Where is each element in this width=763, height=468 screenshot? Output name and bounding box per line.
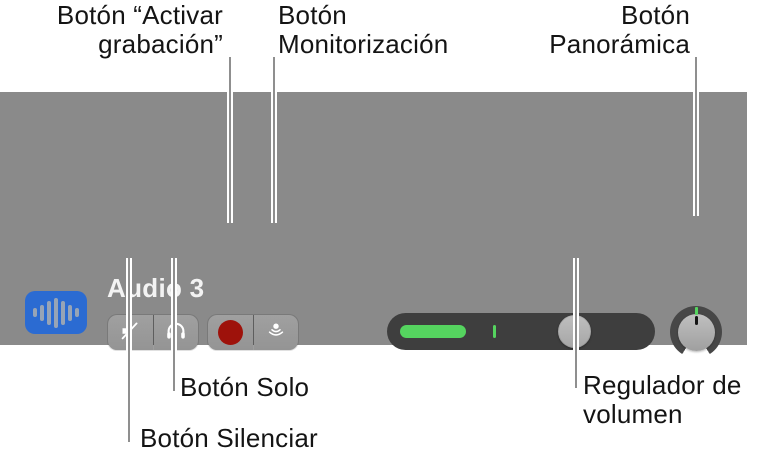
callout-label-monitor-line1: Botón <box>278 0 347 30</box>
record-enable-button[interactable] <box>208 315 253 350</box>
waveform-bar <box>68 304 72 321</box>
pan-center-tick <box>694 307 698 315</box>
callout-label-volume: Regulador de volumen <box>583 371 742 429</box>
callout-label-record-line1: Botón “Activar <box>56 0 223 30</box>
callout-label-monitor: Botón Monitorización <box>278 1 448 59</box>
monitoring-button[interactable] <box>253 315 298 350</box>
track-name: Audio 3 <box>107 273 205 303</box>
callout-label-monitor-line2: Monitorización <box>278 29 449 59</box>
record-monitor-button-group <box>208 315 298 350</box>
volume-zero-tick <box>493 325 496 338</box>
callout-label-pan: Botón Panorámica <box>549 1 690 59</box>
waveform-bar <box>61 300 65 325</box>
callout-label-record: Botón “Activar grabación” <box>57 1 223 59</box>
callout-label-mute: Botón Silenciar <box>140 423 318 453</box>
input-monitoring-icon <box>264 319 288 346</box>
callout-label-record-line2: grabación” <box>98 29 223 59</box>
waveform-bar <box>47 300 51 325</box>
callout-label-volume-line2: volumen <box>583 399 683 429</box>
callout-label-solo: Botón Solo <box>180 372 310 402</box>
callout-line-solo <box>171 258 177 391</box>
volume-slider[interactable] <box>387 313 655 350</box>
callout-line-volume <box>573 258 579 388</box>
waveform-bar <box>54 297 58 328</box>
waveform-bar <box>75 308 79 317</box>
callout-label-pan-line2: Panorámica <box>549 29 690 59</box>
pan-pointer-mark <box>694 316 698 325</box>
callout-label-pan-line1: Botón <box>621 0 690 30</box>
callout-label-volume-line1: Regulador de <box>583 370 742 400</box>
waveform-bar <box>40 304 44 321</box>
callout-line-mute <box>126 258 132 442</box>
callout-line-record <box>227 57 233 223</box>
volume-level-meter <box>400 325 466 338</box>
waveform-bar <box>33 308 37 317</box>
callout-line-monitor <box>271 57 277 223</box>
pan-knob[interactable] <box>670 306 722 358</box>
track-header: Audio 3 <box>0 92 747 358</box>
mute-solo-button-group <box>108 315 198 350</box>
callout-line-pan <box>693 57 699 216</box>
audio-track-icon[interactable] <box>25 291 87 334</box>
red-record-dot-icon <box>217 320 243 345</box>
